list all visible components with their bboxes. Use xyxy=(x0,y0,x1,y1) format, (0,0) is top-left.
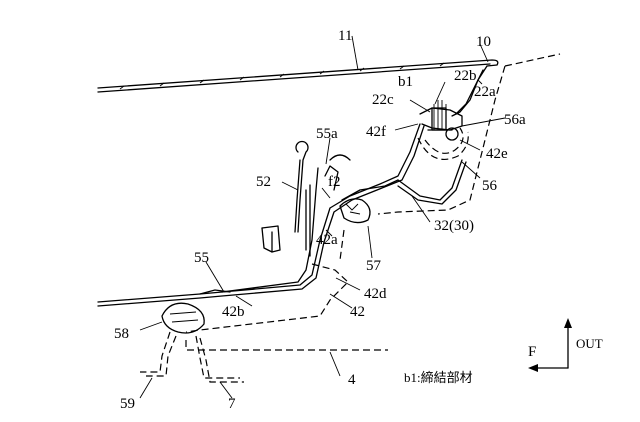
label-42d: 42d xyxy=(364,286,387,302)
label-42a: 42a xyxy=(316,232,338,248)
label-42b: 42b xyxy=(222,304,245,320)
inner-dashed-42d xyxy=(185,263,349,333)
direction-f-label: F xyxy=(528,344,536,360)
inner-dashed-42 xyxy=(339,229,345,261)
label-22a: 22a xyxy=(474,84,496,100)
label-58: 58 xyxy=(114,326,129,342)
leader-lines xyxy=(139,35,506,399)
label-57: 57 xyxy=(366,258,382,274)
label-b1: b1 xyxy=(398,74,413,90)
roof-rail-32 xyxy=(341,159,467,205)
roof-panel xyxy=(97,59,499,93)
label-22b: 22b xyxy=(454,68,477,84)
label-52: 52 xyxy=(256,174,271,190)
hook-52 xyxy=(261,140,311,257)
label-7: 7 xyxy=(228,396,236,412)
label-42e: 42e xyxy=(486,146,508,162)
label-42f: 42f xyxy=(366,124,386,140)
fastener-b1 xyxy=(427,100,453,131)
label-55: 55 xyxy=(194,250,209,266)
label-59: 59 xyxy=(120,396,135,412)
trim-55 xyxy=(221,154,351,293)
label-10: 10 xyxy=(476,34,491,50)
label-42: 42 xyxy=(350,304,365,320)
seal-57 xyxy=(339,198,371,224)
label-f2: f2 xyxy=(328,174,341,190)
seal-58 xyxy=(161,302,205,334)
label-56a: 56a xyxy=(504,112,526,128)
label-55a: 55a xyxy=(316,126,338,142)
body-panel-42 xyxy=(97,123,425,307)
lower-dashed xyxy=(140,331,388,383)
outer-roof-dashed xyxy=(377,53,561,215)
label-4: 4 xyxy=(348,372,356,388)
label-32-30: 32(30) xyxy=(434,218,474,234)
legend-note: b1:締結部材 xyxy=(404,370,473,385)
direction-out-label: OUT xyxy=(576,336,603,351)
weatherstrip-56 xyxy=(417,127,469,160)
label-56: 56 xyxy=(482,178,498,194)
direction-arrows xyxy=(528,318,572,372)
label-22c: 22c xyxy=(372,92,394,108)
label-11: 11 xyxy=(338,28,352,44)
